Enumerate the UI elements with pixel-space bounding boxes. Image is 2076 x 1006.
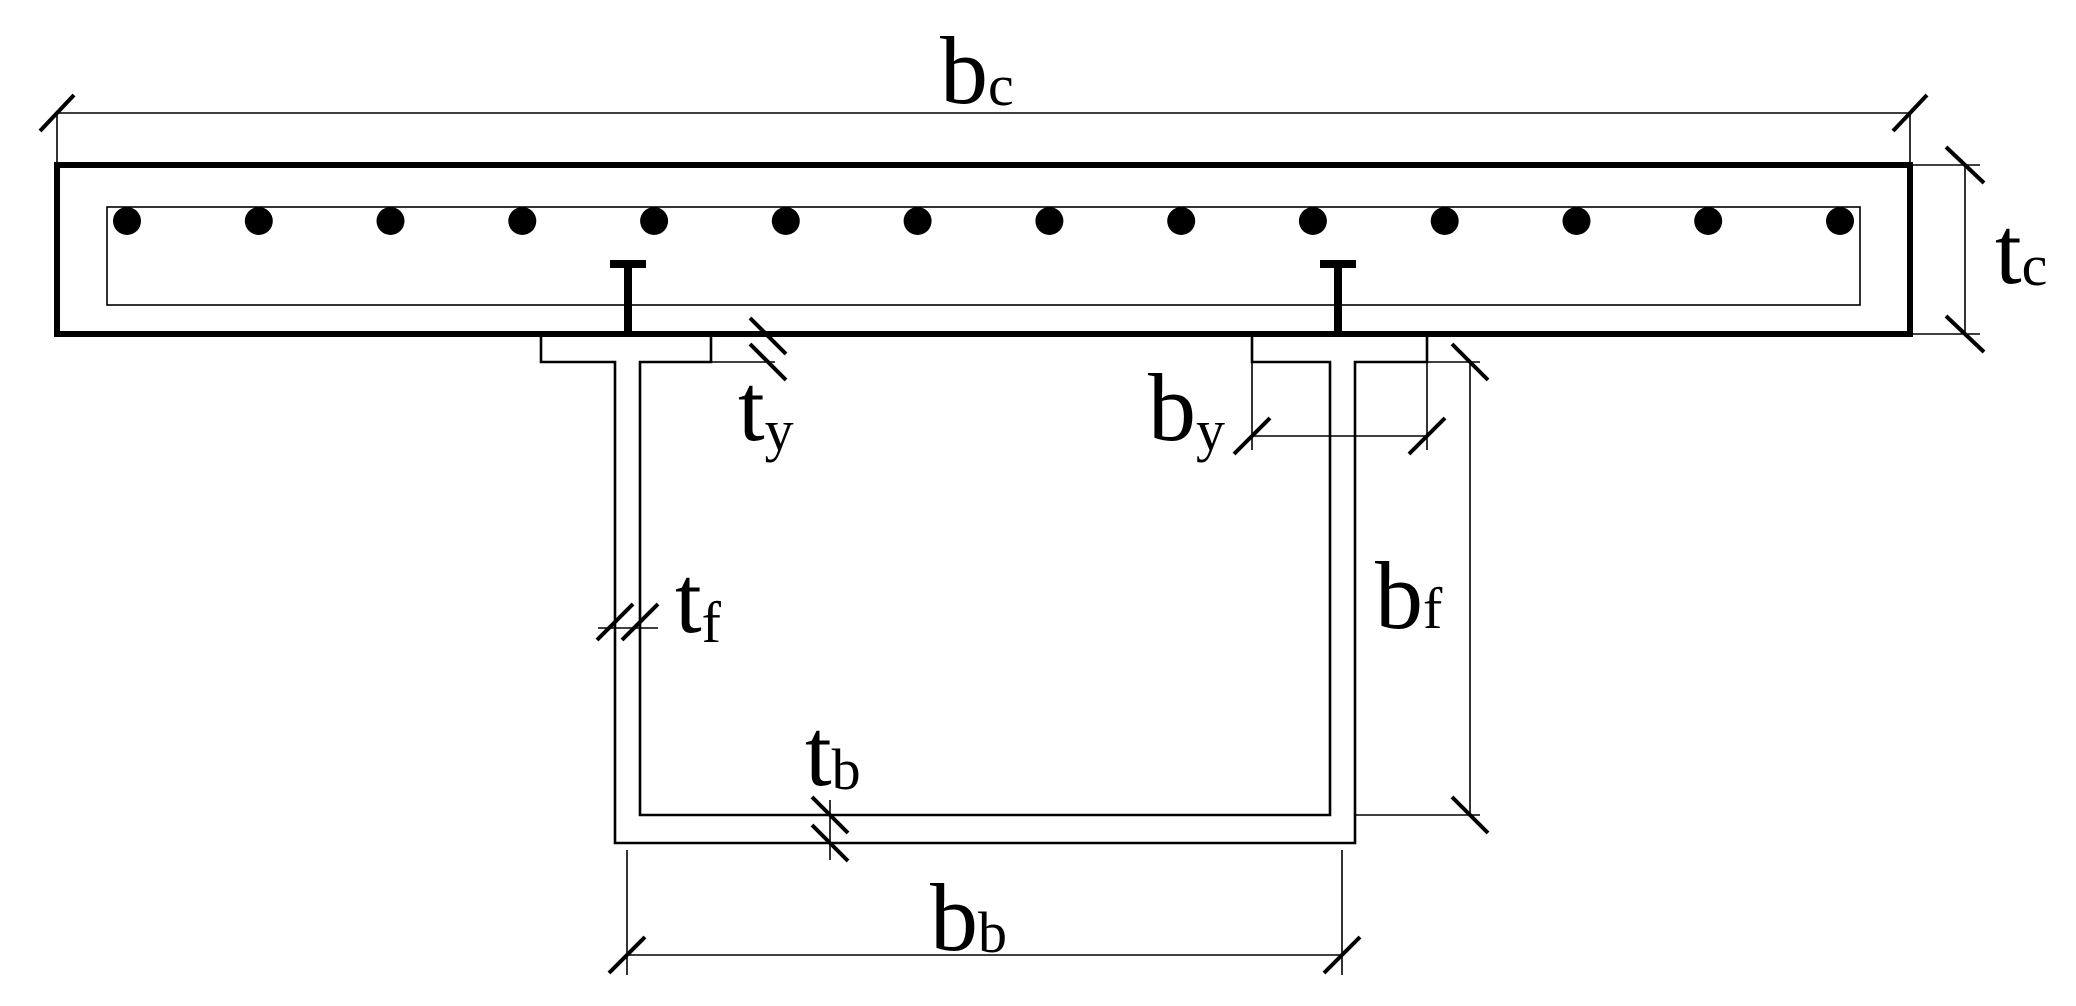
label-tb: tb <box>805 699 861 806</box>
concrete-slab-outline <box>54 162 1913 337</box>
rebar-dot <box>1430 207 1459 235</box>
rebar-dot <box>640 207 669 235</box>
rebar-dot <box>244 207 273 235</box>
dim-bc <box>38 93 1929 165</box>
rebar-cover-line <box>106 206 1861 306</box>
rebar-dot <box>1826 207 1854 235</box>
label-by: by <box>1148 354 1225 463</box>
label-bf: bf <box>1375 542 1443 649</box>
shear-stud-left <box>610 260 646 336</box>
rebar-dot <box>903 207 932 235</box>
steel-u-section-outer <box>539 336 1429 845</box>
steel-u-section-inner <box>638 336 1332 817</box>
label-bc: bc <box>940 17 1014 124</box>
dim-by <box>1232 362 1447 456</box>
rebar-dot <box>376 207 405 235</box>
label-tc: tc <box>1995 197 2047 304</box>
rebar-dot <box>1694 207 1723 235</box>
dim-tb <box>810 795 850 863</box>
rebar-dot <box>1035 207 1064 235</box>
dim-tc <box>1910 145 1986 354</box>
rebar-dot <box>1562 207 1591 235</box>
dim-ty <box>711 316 788 382</box>
rebar-dot <box>1298 207 1327 235</box>
rebar-dot <box>1167 207 1196 235</box>
label-tf: tf <box>675 546 722 655</box>
shear-stud-right <box>1320 260 1356 336</box>
dim-tf <box>595 602 660 642</box>
rebar-dot <box>508 207 537 235</box>
label-ty: ty <box>738 354 794 463</box>
rebar-dot <box>113 207 141 235</box>
rebar-dot <box>771 207 800 235</box>
dim-bf <box>1355 342 1490 835</box>
dim-bb <box>607 850 1362 975</box>
rebar-row <box>113 207 1854 235</box>
label-bb: bb <box>930 864 1007 971</box>
